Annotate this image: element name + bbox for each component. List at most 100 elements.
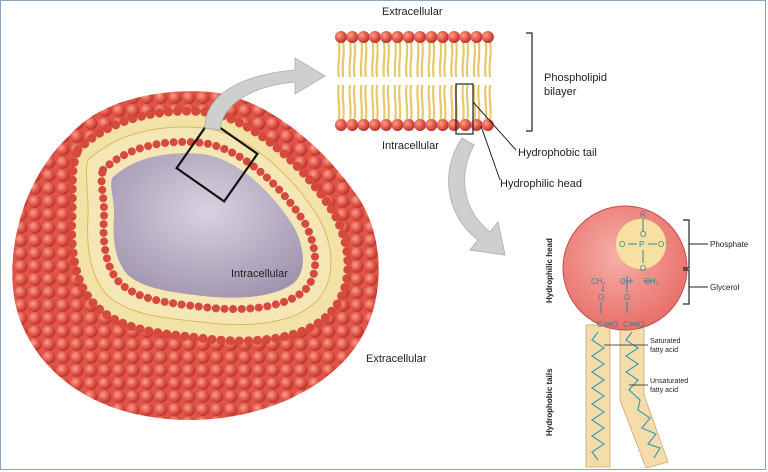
bilayer-tail [359, 41, 364, 78]
bilayer-tail [443, 41, 447, 78]
bilayer-head [346, 31, 359, 43]
label-phospholipid-1: Phospholipid [544, 72, 607, 84]
single-molecule-box [455, 83, 474, 135]
bilayer-head [368, 119, 381, 131]
chem-o-bottom: O [640, 264, 646, 273]
bilayer-tail [461, 41, 465, 78]
bilayer-tail [472, 84, 477, 121]
bilayer-tail [352, 41, 357, 78]
bilayer-head [436, 31, 449, 43]
bilayer-tail [393, 84, 397, 121]
bilayer-tail [375, 84, 379, 121]
bilayer-head [414, 119, 427, 131]
phosphate-group [616, 219, 666, 269]
bilayer-tail [461, 84, 465, 121]
phospholipid-molecule [562, 205, 688, 469]
bilayer-tail [484, 84, 488, 121]
bilayer-tail [404, 84, 409, 121]
bilayer-tail [484, 41, 488, 78]
bilayer-head [459, 119, 472, 131]
cell-interior [111, 153, 303, 298]
bilayer-head [470, 119, 483, 131]
bilayer-tail [409, 84, 413, 121]
molecule-head [562, 205, 688, 331]
label-extracellular-cell: Extracellular [366, 353, 427, 365]
bilayer-tail [341, 41, 345, 78]
bilayer-tail [386, 41, 391, 78]
unsaturated-chain [624, 331, 661, 459]
chem-r: R [640, 210, 646, 219]
bilayer-head [357, 31, 370, 43]
bilayer-tail [416, 84, 420, 121]
label-saturated-1: Saturated [650, 338, 680, 345]
bilayer-head [380, 119, 393, 131]
bilayer-head [357, 119, 370, 131]
bilayer-head [335, 31, 347, 43]
bilayer-tail [454, 41, 458, 78]
bilayer-head [425, 119, 438, 131]
bilayer-tail [450, 84, 454, 121]
bilayer-tail [431, 84, 436, 121]
bilayer-tail [443, 84, 447, 121]
label-hydrophobic-tail: Hydrophobic tail [518, 147, 597, 159]
bilayer-head [402, 119, 415, 131]
label-phospholipid-2: bilayer [544, 86, 577, 98]
bilayer-head [391, 31, 404, 43]
chem-p: P [639, 240, 644, 249]
bilayer-tail [337, 84, 341, 121]
bilayer-strip [335, 31, 494, 131]
bilayer-tail [420, 41, 424, 78]
bilayer-tail [382, 41, 386, 78]
label-hydrophilic-head-vertical: Hydrophilic head [545, 238, 554, 303]
bilayer-tail [371, 84, 375, 121]
bilayer-tail [348, 41, 352, 78]
bilayer-tail [488, 41, 492, 78]
bilayer-tail [465, 41, 470, 78]
bilayer-head [414, 31, 427, 43]
tail-pointer [472, 101, 517, 151]
label-phosphate: Phosphate [710, 240, 749, 249]
zoom-arrow-bottom [448, 137, 506, 256]
bilayer-head [380, 31, 393, 43]
chem-o-minus: O⁻ [658, 240, 668, 249]
bilayer-tail [438, 41, 443, 78]
label-unsaturated-1: Unsaturated [650, 378, 688, 385]
zoom-arrow-top [204, 57, 326, 131]
chem-o-link-right: O [624, 293, 630, 302]
label-unsaturated-2: fatty acid [650, 387, 678, 394]
chem-c-right: C [623, 320, 629, 329]
bilayer-tail [431, 41, 436, 78]
chem-c-left: C [597, 320, 603, 329]
chem-ch2-right: CH₂ [644, 277, 659, 286]
bilayer-tail [382, 84, 386, 121]
bilayer-tail [337, 41, 341, 78]
bilayer-tail [359, 84, 364, 121]
bilayer-tail [393, 41, 397, 78]
tail-left [585, 324, 611, 468]
bilayer-tail [416, 41, 420, 78]
bilayer-head [481, 31, 494, 43]
chem-o-link-left: O [598, 293, 604, 302]
bilayer-head [448, 31, 460, 43]
bilayer-tail [465, 84, 470, 121]
bilayer-tail [409, 41, 413, 78]
bilayer-tail [427, 41, 431, 78]
cell-sphere [12, 91, 379, 421]
chem-o-carbonyl-right: O [638, 320, 644, 329]
bonds [600, 219, 657, 326]
label-intracellular-top: Intracellular [382, 140, 439, 152]
bilayer-head [335, 119, 347, 131]
bilayer-tail [386, 84, 391, 121]
bilayer-tail [364, 41, 368, 78]
bilayer-head [391, 119, 404, 131]
bilayer-tail [420, 84, 424, 121]
zoom-box [175, 119, 259, 203]
bilayer-tail [398, 84, 402, 121]
bilayer-head [368, 31, 381, 43]
label-intracellular-cell: Intracellular [231, 268, 288, 280]
chem-ch2-left: CH₂ [591, 277, 606, 286]
chem-ch: CH [620, 277, 632, 286]
bilayer-tail [404, 41, 409, 78]
